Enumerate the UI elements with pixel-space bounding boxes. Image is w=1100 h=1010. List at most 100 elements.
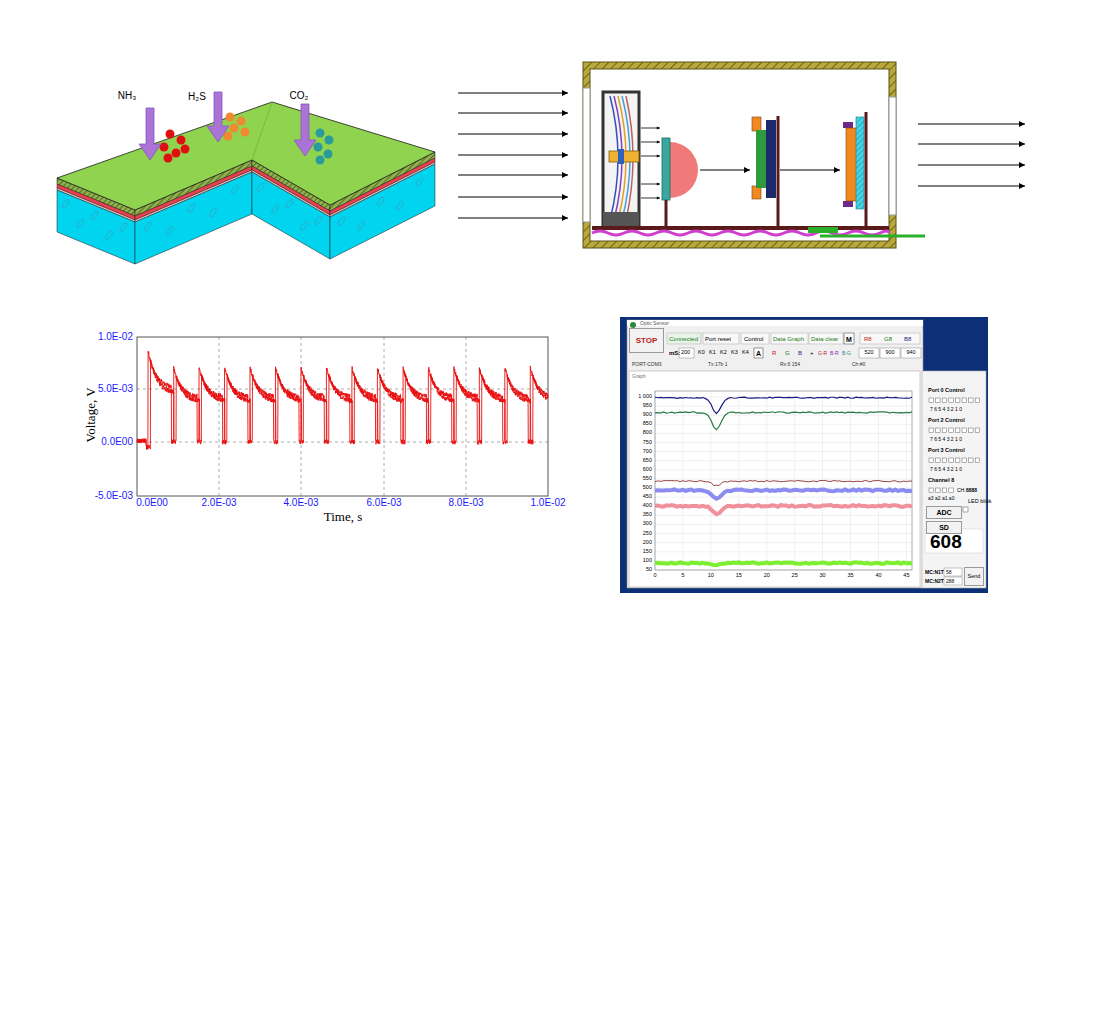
axis-tick: 6.0E-03 — [366, 498, 401, 508]
axis-tick: -5.0E-03 — [95, 491, 133, 501]
bit-labels: 7 6 5 4 3 2 1 0 — [930, 467, 962, 472]
base-plate — [592, 226, 889, 230]
toolbar-button: M — [846, 336, 852, 343]
axis-tick: 0.0E00 — [101, 437, 133, 447]
axis-tick: 30 — [820, 573, 826, 579]
base-plate — [820, 235, 925, 238]
substrate-texture — [208, 207, 217, 217]
air-arrows — [641, 198, 660, 199]
toolbar-button: K4 — [742, 350, 749, 356]
plot-frame — [655, 391, 912, 570]
chart-frame — [137, 337, 548, 496]
axis-tick: 0 — [653, 573, 656, 579]
toolbar-button: K0 — [698, 350, 705, 356]
chamber-housing — [889, 97, 896, 215]
light-source — [662, 138, 670, 200]
base-plate — [592, 227, 925, 236]
axis-tick: 15 — [736, 573, 742, 579]
axis-tick: 8.0E-03 — [448, 498, 483, 508]
gas-molecules — [181, 145, 190, 154]
screenshot — [620, 317, 988, 593]
gas-molecules — [324, 150, 333, 159]
axis-tick: 500 — [643, 485, 652, 491]
screenshot — [620, 317, 988, 593]
screenshot — [963, 507, 968, 512]
plot-grid — [906, 391, 907, 570]
plot-grid — [850, 391, 851, 570]
bit-checkbox — [955, 458, 960, 463]
gas-label: NH₃ — [118, 91, 137, 101]
outflow-arrows — [918, 144, 1025, 145]
bit-checkbox — [962, 398, 967, 403]
substrate-texture — [165, 226, 174, 236]
bit-checkbox — [969, 428, 974, 433]
axis-tick: 25 — [792, 573, 798, 579]
screenshot — [667, 333, 701, 344]
axis-tick: 400 — [643, 504, 652, 510]
stop-button: STOP — [629, 328, 664, 353]
toolbar-button: K1 — [709, 350, 716, 356]
plot-grid — [655, 406, 912, 407]
fan-unit — [618, 149, 624, 164]
fold-line — [252, 102, 272, 160]
axis-tick: 750 — [643, 440, 652, 446]
axis-tick: 850 — [643, 422, 652, 428]
plot-grid — [655, 391, 912, 570]
screenshot — [703, 333, 739, 344]
substrate-texture — [90, 210, 99, 220]
plot-grid — [738, 391, 739, 570]
field-value: 520 — [864, 350, 873, 356]
bit-checkbox — [955, 398, 960, 403]
gas-flow-arrow — [139, 92, 316, 160]
axis-tick: 150 — [643, 549, 652, 555]
photodetector — [843, 122, 853, 128]
air-arrows — [641, 128, 660, 129]
light-source — [662, 138, 698, 228]
substrate-texture — [256, 182, 265, 192]
plot-grid — [655, 551, 912, 552]
screenshot — [922, 371, 986, 588]
button-label: ADC — [936, 509, 951, 516]
axis-tick: 1 000 — [638, 394, 652, 400]
chart-grid — [137, 337, 548, 496]
sensor-channel — [655, 412, 912, 430]
gas-molecules — [226, 113, 235, 122]
substrate-texture — [119, 222, 128, 232]
screenshot — [944, 568, 962, 576]
base-plate — [592, 231, 889, 235]
axis-tick: 450 — [643, 494, 652, 500]
bit-checkboxes — [929, 398, 980, 493]
screenshot — [771, 333, 808, 344]
toolbar-button: Data Graph — [773, 336, 804, 342]
window-title: Optic Sensor — [640, 321, 669, 326]
bit-checkbox — [962, 428, 967, 433]
toolbar-button: A — [756, 350, 761, 357]
panel-title: Graph — [632, 374, 646, 379]
checkbox-label: LED blink — [968, 499, 992, 505]
screenshot — [859, 348, 879, 358]
bit-checkbox — [936, 428, 941, 433]
status-text: PORT-COM3 — [632, 362, 662, 367]
plot-grid — [655, 524, 912, 525]
sample-holder — [777, 116, 780, 228]
gas-flow-arrow — [207, 92, 229, 142]
screenshot — [627, 320, 923, 588]
air-arrows — [641, 142, 660, 143]
gas-molecules — [316, 156, 325, 165]
screenshot — [754, 348, 763, 358]
plot-grid — [655, 442, 912, 443]
bit-checkbox — [975, 398, 980, 403]
substrate-texture — [415, 177, 424, 187]
bit-checkbox — [969, 398, 974, 403]
substrate-texture — [271, 204, 280, 214]
axis-tick: 300 — [643, 522, 652, 528]
bit-checkbox — [955, 428, 960, 433]
axis-tick: 40 — [875, 573, 881, 579]
adc-button: ADC — [926, 506, 962, 519]
fan-unit — [603, 92, 639, 226]
bit-checkbox — [929, 458, 934, 463]
voltage-trace — [137, 351, 548, 449]
bit-checkbox — [975, 458, 980, 463]
axis-tick: 0.0E00 — [136, 498, 168, 508]
